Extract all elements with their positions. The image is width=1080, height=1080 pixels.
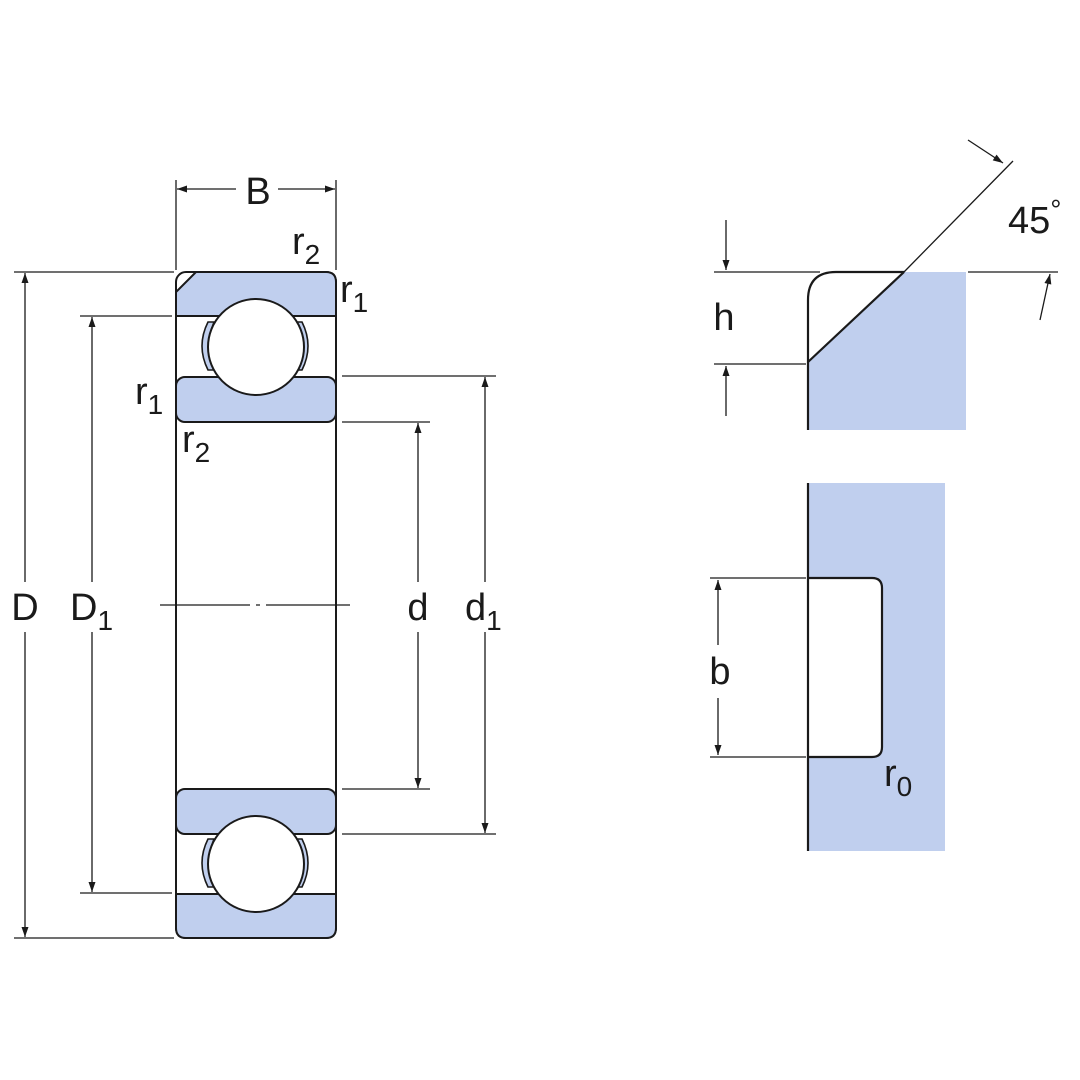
label-B: B <box>245 171 270 213</box>
label-r1-top: r1 <box>340 269 368 318</box>
label-D: D <box>11 587 38 629</box>
bottom-ball <box>207 815 305 913</box>
main-labels: B r2 r1 r1 r2 D D1 d d1 <box>11 171 501 636</box>
label-r2-left: r2 <box>182 419 210 468</box>
label-b: b <box>709 651 730 693</box>
label-45: 45° <box>1008 194 1061 242</box>
chamfer-detail: h 45° <box>713 139 1061 430</box>
label-d: d <box>407 587 428 629</box>
label-h: h <box>713 297 734 339</box>
bottom-inner-ring <box>175 893 337 939</box>
groove-detail: b r0 <box>709 483 945 851</box>
label-r0: r0 <box>884 753 912 802</box>
label-r1-left: r1 <box>135 371 163 420</box>
label-d1: d1 <box>465 587 502 636</box>
bearing-section <box>160 271 350 939</box>
top-ball <box>207 298 305 396</box>
label-r2-top: r2 <box>292 221 320 270</box>
groove-fill <box>808 483 945 851</box>
dimensions <box>14 180 496 939</box>
chamfer-fill <box>808 272 966 430</box>
label-D1: D1 <box>70 587 113 636</box>
